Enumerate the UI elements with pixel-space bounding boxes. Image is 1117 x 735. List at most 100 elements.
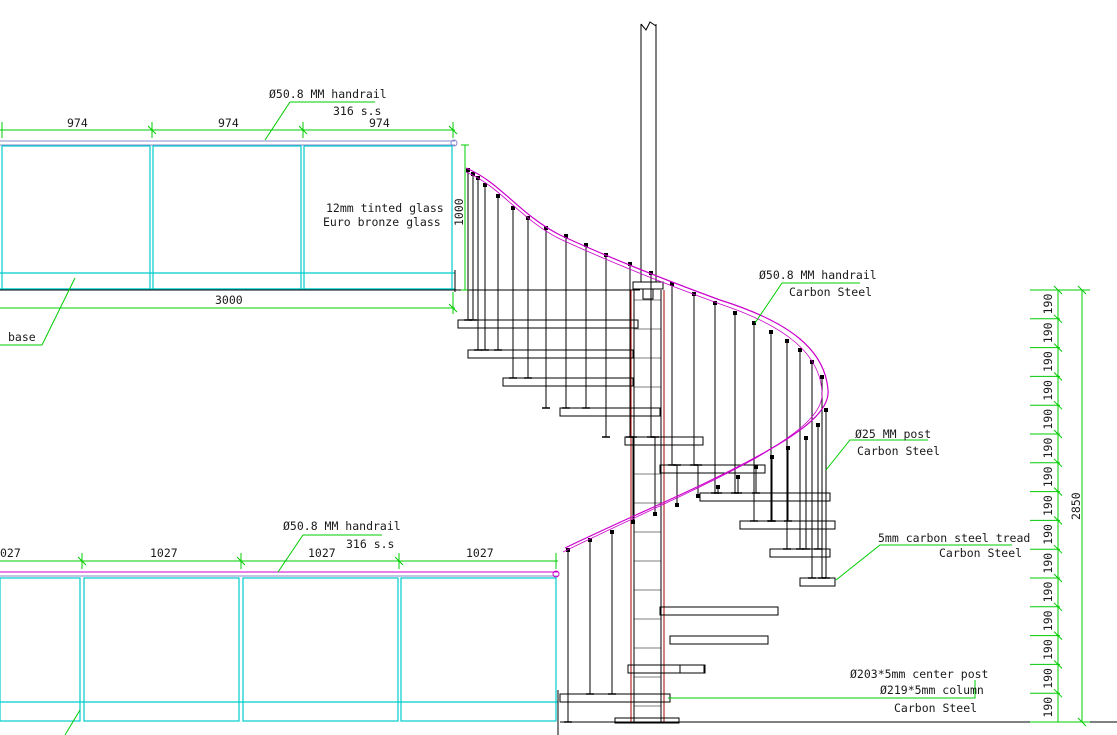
upper-landing: 974 974 974 Ø50.8 MM handrail 316 s.s 12… xyxy=(0,87,640,346)
column-top xyxy=(632,21,664,300)
baluster-cap xyxy=(798,348,802,352)
baluster-cap xyxy=(785,339,789,343)
upper-dim-2: 974 xyxy=(218,116,239,130)
riser-tick-mark xyxy=(1053,343,1063,352)
tread xyxy=(799,577,836,587)
total-height-dim: 2850 xyxy=(1069,492,1083,520)
riser-dim: 190 xyxy=(1041,495,1055,516)
spiral-stair: Ø50.8 MM handrail Carbon Steel Ø25 MM po… xyxy=(457,21,1030,724)
baluster-cap xyxy=(675,503,679,507)
riser-dim: 190 xyxy=(1041,351,1055,372)
tread xyxy=(699,492,831,502)
riser-tick-mark xyxy=(1053,314,1063,324)
riser-dim: 190 xyxy=(1041,582,1055,603)
tread xyxy=(502,377,634,387)
baluster-cap xyxy=(564,234,568,238)
baluster-cap xyxy=(810,360,814,364)
baluster-cap xyxy=(786,446,790,450)
upper-handrail-material: 316 s.s xyxy=(333,104,381,118)
spiral-leaders xyxy=(668,282,1012,699)
upper-handrail-label: Ø50.8 MM handrail xyxy=(269,87,387,101)
baluster-cap xyxy=(770,455,774,459)
lower-dim-1: 1027 xyxy=(150,546,178,560)
baluster-cap xyxy=(466,168,470,172)
riser-dim: 190 xyxy=(1041,380,1055,401)
upper-total-dim: 3000 xyxy=(215,293,243,307)
riser-dim: 190 xyxy=(1041,668,1055,689)
baluster-cap xyxy=(824,408,828,412)
baluster-cap xyxy=(511,206,515,210)
baluster-cap xyxy=(496,194,500,198)
riser-tick-mark xyxy=(1053,458,1063,468)
riser-tick-mark xyxy=(1053,688,1063,698)
tread-material: Carbon Steel xyxy=(939,546,1022,560)
baluster-cap xyxy=(820,375,824,379)
baluster-cap xyxy=(566,548,570,552)
riser-dim: 190 xyxy=(1041,553,1055,574)
tread xyxy=(669,635,769,645)
riser-dim: 190 xyxy=(1041,697,1055,718)
spiral-handrail xyxy=(465,167,829,553)
lower-handrail-label: Ø50.8 MM handrail xyxy=(283,519,401,533)
lower-dim-3: 1027 xyxy=(466,546,494,560)
tread-label: 5mm carbon steel tread xyxy=(878,531,1030,545)
baluster-cap xyxy=(736,475,740,479)
baluster-cap xyxy=(631,520,635,524)
riser-tick-mark xyxy=(1053,660,1063,669)
baluster-cap xyxy=(752,321,756,325)
riser-dim: 190 xyxy=(1041,610,1055,631)
riser-dim: 190 xyxy=(1041,466,1055,487)
tread xyxy=(659,606,779,616)
baluster-cap xyxy=(584,243,588,247)
spiral-handrail-label: Ø50.8 MM handrail xyxy=(759,268,877,282)
riser-tick-mark xyxy=(1053,400,1063,410)
center-post xyxy=(614,290,680,724)
baluster-cap xyxy=(471,172,475,176)
lower-dim-2: 1027 xyxy=(308,546,336,560)
baluster-cap xyxy=(483,183,487,187)
tread xyxy=(559,693,671,703)
baluster-cap xyxy=(628,262,632,266)
post-material: Carbon Steel xyxy=(857,444,940,458)
riser-dim: 190 xyxy=(1041,409,1055,430)
upper-dim-1: 974 xyxy=(67,116,88,130)
riser-dim: 190 xyxy=(1041,322,1055,343)
riser-tick-mark xyxy=(1053,602,1063,612)
baluster-cap xyxy=(713,301,717,305)
baluster-cap xyxy=(816,423,820,427)
tread xyxy=(679,664,706,674)
post-label: Ø25 MM post xyxy=(855,427,931,441)
upper-dimension-chain xyxy=(0,101,469,346)
riser-tick-mark xyxy=(1053,573,1063,583)
riser-dimension-chain: 2850 190 190 190 190 190 190 190 190 190 190 190 19… xyxy=(1030,285,1090,727)
glass-panels-lower xyxy=(0,577,558,722)
baluster-cap xyxy=(610,530,614,534)
baluster-cap xyxy=(804,436,808,440)
riser-tick-mark xyxy=(1053,429,1063,439)
baluster-cap xyxy=(716,485,720,489)
tread xyxy=(769,548,831,558)
column-label: Ø219*5mm column xyxy=(880,683,984,697)
riser-tick-mark xyxy=(1053,487,1063,496)
lower-dimension-chain xyxy=(0,534,558,735)
riser-tick-mark xyxy=(1053,372,1063,381)
riser-dim: 190 xyxy=(1041,438,1055,459)
baluster-cap xyxy=(588,538,592,542)
tread xyxy=(627,664,705,674)
treads xyxy=(457,299,836,707)
riser-dim: 190 xyxy=(1041,524,1055,545)
base-label: base xyxy=(8,330,36,344)
riser-tick-mark xyxy=(1053,631,1063,640)
glass-panels-upper xyxy=(0,145,455,290)
lower-handrail-material: 316 s.s xyxy=(346,537,394,551)
center-material: Carbon Steel xyxy=(894,701,977,715)
baluster-cap xyxy=(653,512,657,516)
lower-dim-0: 027 xyxy=(0,546,21,560)
glass-label-2: Euro bronze glass xyxy=(323,215,441,229)
upper-height-dim: 1000 xyxy=(452,198,466,226)
tread xyxy=(467,349,634,359)
spiral-handrail-material: Carbon Steel xyxy=(789,285,872,299)
baluster-cap xyxy=(544,226,548,230)
baluster-cap xyxy=(754,465,758,469)
